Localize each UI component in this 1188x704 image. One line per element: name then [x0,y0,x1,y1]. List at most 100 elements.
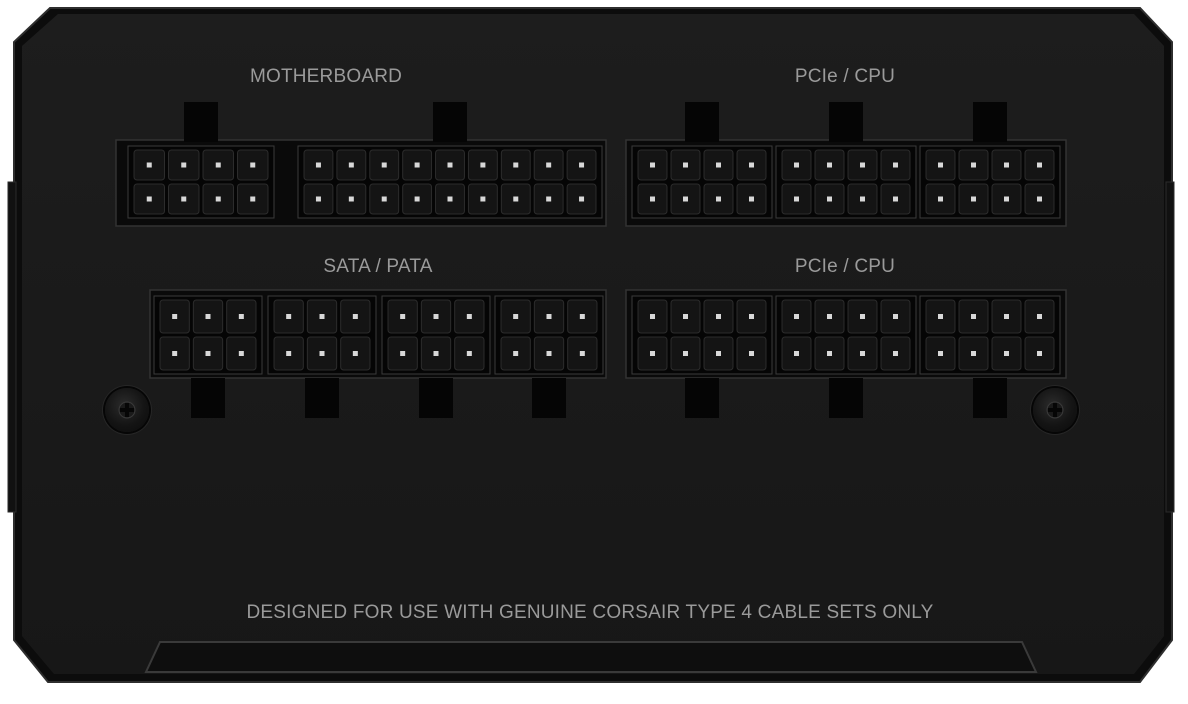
pin-contact [205,314,211,319]
pin-contact [579,351,585,356]
pin-contact [546,314,552,319]
pin-contact [650,196,655,202]
pin-contact [215,162,221,168]
pin-contact [938,351,943,356]
latch-tab [973,378,1007,418]
pin-contact [348,162,354,168]
pin-contact [579,196,585,202]
latch-tab [191,378,225,418]
pin-contact [860,196,865,202]
pin-contact [683,351,688,356]
pin-contact [286,314,292,319]
pin-contact [319,314,325,319]
pin-contact [860,314,865,319]
pin-contact [938,314,943,319]
pin-contact [716,196,721,202]
pin-contact [433,314,439,319]
pin-contact [315,196,321,202]
pin-contact [315,162,321,168]
pin-contact [716,314,721,319]
pin-contact [381,196,387,202]
pcie-cpu-top-connector-group [625,102,1067,227]
pin-contact [860,351,865,356]
motherboard-connector-group [115,102,607,227]
pin-contact [546,351,552,356]
pin-contact [893,162,898,168]
pin-contact [447,196,453,202]
pin-contact [650,314,655,319]
pcie-cpu-bottom-label: PCIe / CPU [794,256,896,277]
pin-contact [794,162,799,168]
pin-contact [938,162,943,168]
compatibility-notice: DESIGNED FOR USE WITH GENUINE CORSAIR TY… [246,602,934,623]
pin-contact [716,351,721,356]
pin-contact [827,314,832,319]
latch-tab [184,102,218,142]
pin-contact [546,162,552,168]
pin-contact [250,196,256,202]
latch-tab [419,378,453,418]
pin-contact [513,314,519,319]
pin-contact [1004,196,1009,202]
pin-contact [348,196,354,202]
pin-contact [794,351,799,356]
pin-contact [1037,314,1042,319]
pin-contact [683,314,688,319]
pin-contact [971,162,976,168]
pin-contact [238,351,244,356]
screw-head-icon [118,401,136,419]
pcie-cpu-bottom-connector-group [625,289,1067,418]
latch-tab [973,102,1007,142]
pin-contact [447,162,453,168]
pin-contact [893,314,898,319]
pin-contact [1037,196,1042,202]
pin-contact [1037,351,1042,356]
pin-contact [480,196,486,202]
latch-tab [685,378,719,418]
latch-tab [685,102,719,142]
pin-contact [650,351,655,356]
latch-tab [532,378,566,418]
pin-contact [683,162,688,168]
pin-contact [238,314,244,319]
pin-contact [971,351,976,356]
pin-contact [400,314,406,319]
pin-contact [513,351,519,356]
pin-contact [971,196,976,202]
right-screw [1033,388,1077,432]
pin-contact [716,162,721,168]
pin-contact [319,351,325,356]
pin-contact [513,196,519,202]
pin-contact [893,351,898,356]
pin-contact [1004,314,1009,319]
pin-contact [938,196,943,202]
pin-contact [827,162,832,168]
screw-head-icon [1046,401,1064,419]
pin-contact [466,314,472,319]
pin-contact [352,314,358,319]
latch-tab [305,378,339,418]
sata-pata-connector-group [149,289,607,418]
pin-contact [466,351,472,356]
pin-contact [352,351,358,356]
pin-contact [286,351,292,356]
pin-contact [181,196,187,202]
pin-contact [480,162,486,168]
pin-contact [749,314,754,319]
pin-contact [181,162,187,168]
pin-contact [381,162,387,168]
sata-pata-label: SATA / PATA [323,256,433,277]
latch-tab [829,102,863,142]
pin-contact [172,351,178,356]
pin-contact [794,314,799,319]
pin-contact [1004,351,1009,356]
pin-contact [250,162,256,168]
pin-contact [215,196,221,202]
pin-contact [414,196,420,202]
pin-contact [1004,162,1009,168]
pin-contact [579,314,585,319]
pin-contact [683,196,688,202]
pin-contact [205,351,211,356]
pin-contact [414,162,420,168]
